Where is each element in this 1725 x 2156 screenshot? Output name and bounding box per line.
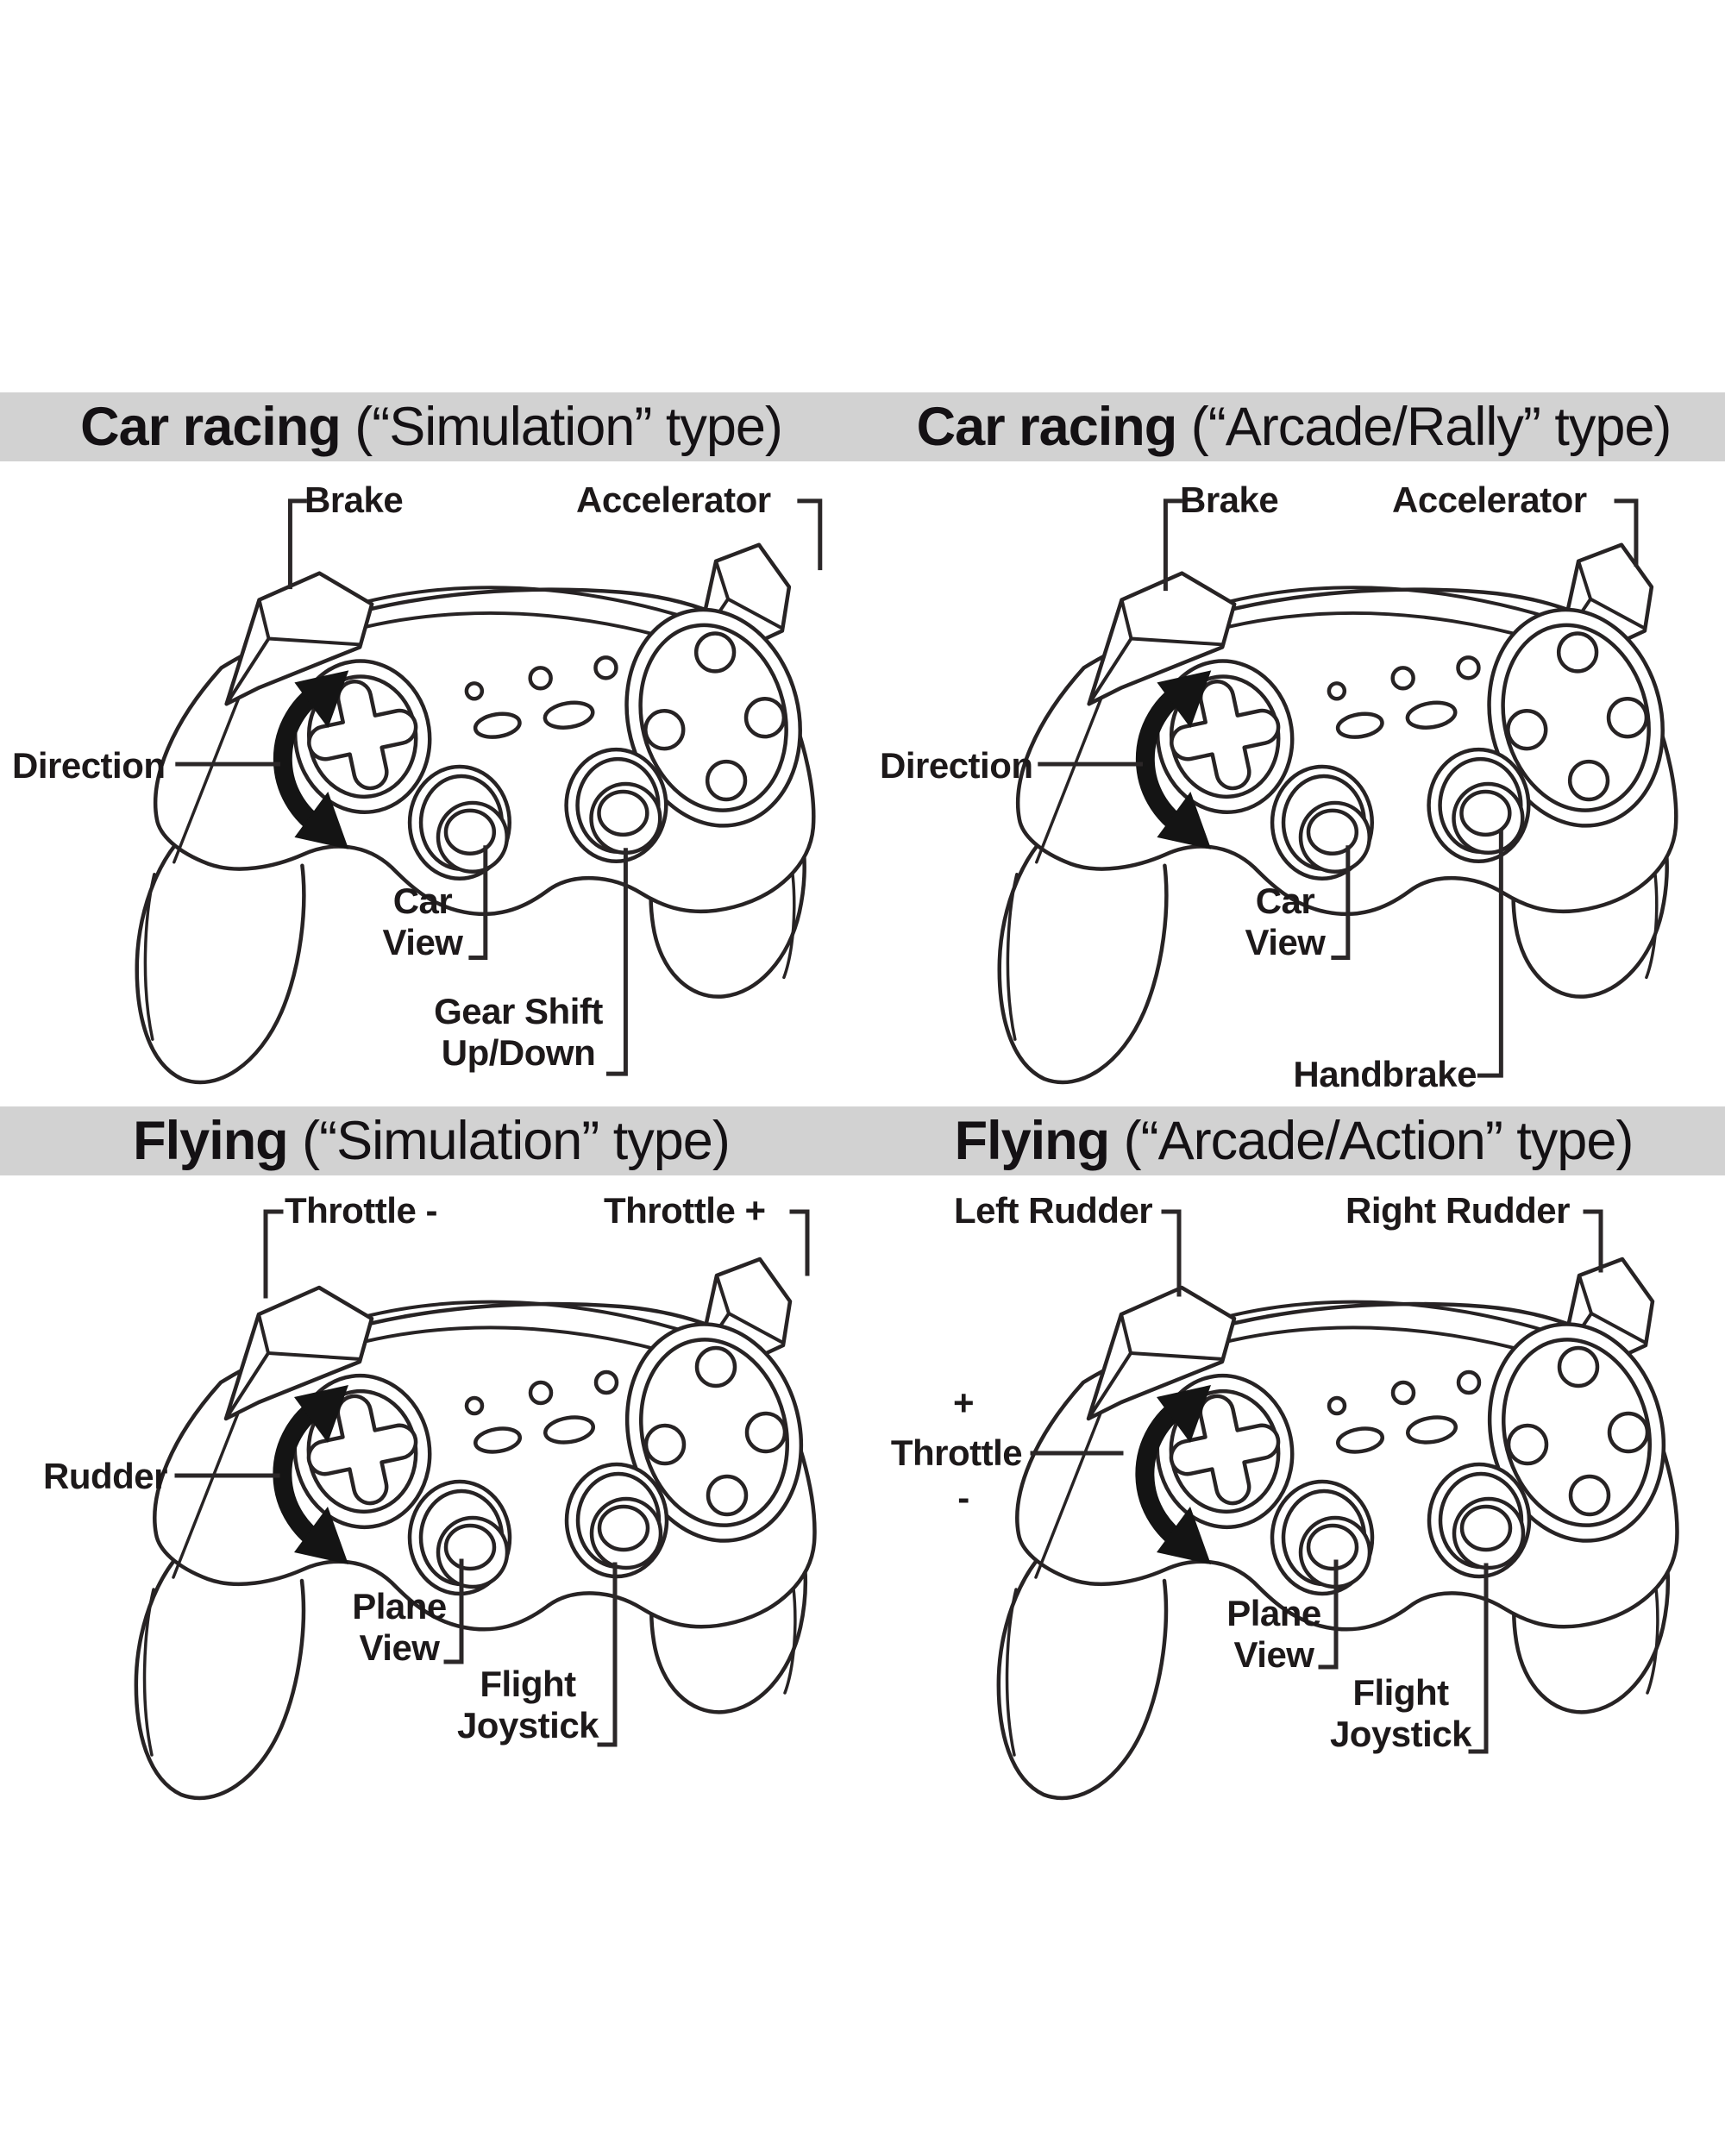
section-title-car-simulation: Car racing (“Simulation” type): [80, 397, 783, 457]
connector-lines: [1030, 1209, 1603, 1754]
diagram-car-racing-simulation: Brake Accelerator Direction Car View Gea…: [0, 461, 862, 1106]
label-car-view: Car View: [1245, 881, 1326, 962]
label-handbrake: Handbrake: [1293, 1054, 1477, 1094]
label-brake: Brake: [304, 479, 404, 520]
label-direction: Direction: [12, 745, 166, 786]
label-flight-joystick: Flight Joystick: [1329, 1672, 1472, 1754]
connector-lines: [1038, 498, 1639, 1078]
section-title-car-arcade: Car racing (“Arcade/Rally” type): [916, 397, 1672, 457]
label-accelerator: Accelerator: [576, 479, 771, 520]
top-margin: [0, 0, 1725, 392]
section-title-flying-arcade: Flying (“Arcade/Action” type): [954, 1111, 1634, 1171]
label-throttle: Throttle: [890, 1432, 1023, 1473]
label-throttle-plus-sign: +: [952, 1382, 975, 1423]
label-car-view: Car View: [382, 881, 463, 962]
label-right-rudder: Right Rudder: [1346, 1190, 1570, 1231]
label-direction: Direction: [880, 745, 1033, 786]
label-plane-view: Plane View: [352, 1586, 447, 1668]
diagram-row-2: Throttle - Throttle + Rudder Plane View …: [0, 1175, 1725, 1822]
section-header-row-2: Flying (“Simulation” type) Flying (“Arca…: [0, 1106, 1725, 1175]
connector-lines: [175, 498, 823, 1076]
diagram-flying-simulation: Throttle - Throttle + Rudder Plane View …: [0, 1175, 862, 1822]
label-left-rudder: Left Rudder: [954, 1190, 1153, 1231]
label-throttle-plus: Throttle +: [604, 1190, 766, 1231]
diagram-flying-arcade: Left Rudder Right Rudder + Throttle - Pl…: [862, 1175, 1725, 1822]
label-gear-shift: Gear Shift Up/Down: [434, 991, 603, 1073]
connector-lines: [174, 1209, 810, 1747]
label-flight-joystick: Flight Joystick: [456, 1664, 599, 1745]
section-title-flying-simulation: Flying (“Simulation” type): [133, 1111, 731, 1171]
label-plane-view: Plane View: [1226, 1593, 1321, 1675]
diagram-row-1: Brake Accelerator Direction Car View Gea…: [0, 461, 1725, 1106]
section-header-row-1: Car racing (“Simulation” type) Car racin…: [0, 392, 1725, 461]
label-rudder: Rudder: [43, 1456, 168, 1496]
label-brake: Brake: [1180, 479, 1279, 520]
label-accelerator: Accelerator: [1392, 479, 1587, 520]
diagram-car-racing-arcade: Brake Accelerator Direction Car View Han…: [862, 461, 1725, 1106]
label-throttle-minus: Throttle -: [285, 1190, 437, 1231]
label-throttle-minus-sign: -: [957, 1477, 969, 1518]
